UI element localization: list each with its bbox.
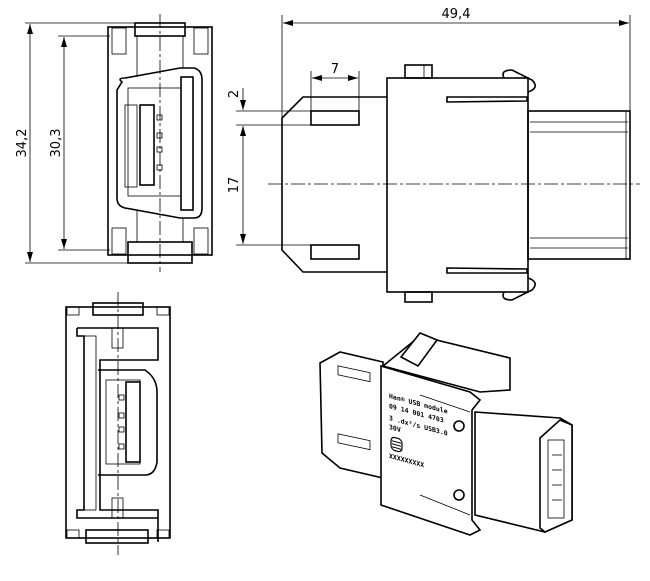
label-line4: 30V bbox=[389, 423, 401, 434]
dim-inner-height: 30,3 bbox=[49, 129, 64, 158]
side-view: 49,4 7 2 17 bbox=[227, 7, 640, 303]
front-view: 34,2 30,3 bbox=[15, 14, 213, 272]
dim-overall-height: 34,2 bbox=[15, 129, 30, 158]
dim-slot-height: 2 bbox=[227, 90, 242, 98]
bottom-view bbox=[65, 292, 171, 555]
dim-slot-width: 7 bbox=[331, 62, 339, 77]
isometric-view: Han® USB module 09 14 001 4703 3 .dx²/s … bbox=[319, 332, 573, 536]
harting-logo-icon bbox=[390, 436, 403, 453]
dim-overall-length: 49,4 bbox=[442, 7, 471, 22]
dim-slot-spacing: 17 bbox=[227, 177, 242, 194]
